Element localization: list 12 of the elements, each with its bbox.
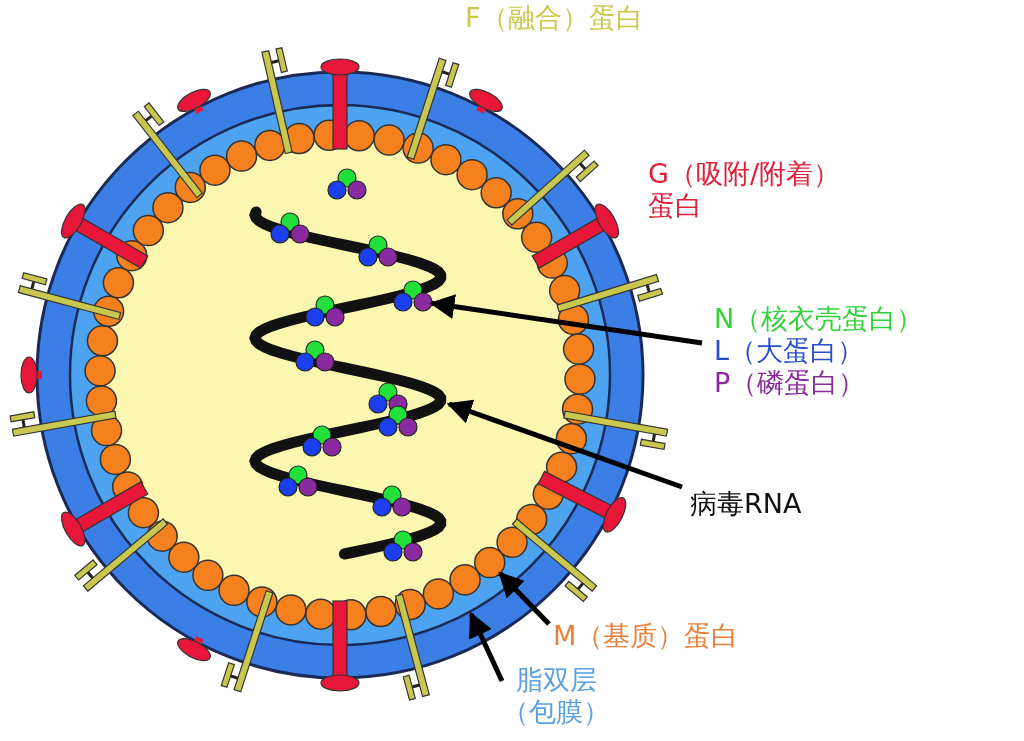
protein-label: N（核衣壳蛋白）: [714, 303, 924, 335]
leader-arrow: [446, 399, 683, 490]
leader-arrow: [429, 294, 703, 346]
component-label: 病毒RNA: [690, 488, 802, 520]
protein-label: P（磷蛋白）: [714, 367, 867, 399]
leader-arrow: [468, 611, 505, 683]
protein-label: F（融合）蛋白: [465, 2, 643, 34]
component-label: 脂双层（包膜）: [500, 664, 612, 728]
leader-arrow: [498, 571, 551, 626]
protein-label: L（大蛋白）: [714, 335, 866, 367]
protein-label: G（吸附/附着）蛋白: [648, 158, 842, 222]
component-label: M（基质）蛋白: [553, 620, 739, 652]
